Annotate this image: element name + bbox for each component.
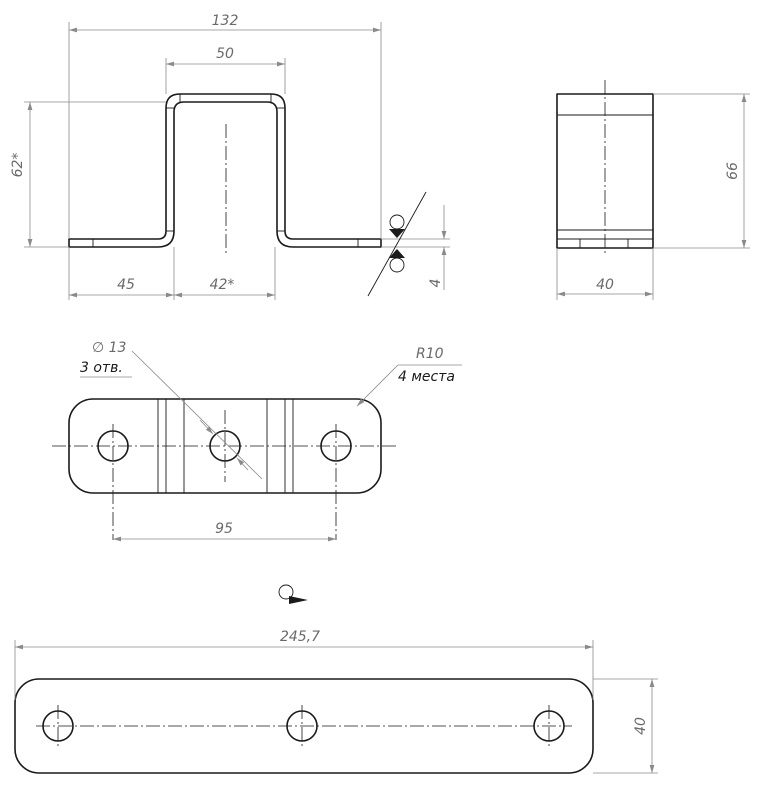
side-view: 66 40 [556,80,750,300]
flat-outline [14,678,594,774]
top-view: ∅ 13 3 отв. R10 4 места 95 [52,340,462,542]
hole-diameter-label: ∅ 13 [92,340,126,356]
flat-pattern: 245,7 40 [14,629,658,774]
dim-flat-width: 40 [633,717,649,735]
dim-thickness: 4 [428,279,444,288]
dim-side-width: 40 [596,277,614,293]
corner-radius-label: R10 [416,346,444,362]
bracket-outline [68,93,382,248]
front-view: 132 50 62* 45 42* 4 [10,13,450,300]
dim-flange-length: 45 [117,277,135,293]
corner-count-label: 4 места [398,369,455,385]
flat-pattern-symbol [278,584,308,604]
bend-view-symbol [367,191,427,297]
dim-side-height: 66 [725,162,741,180]
dim-top-width: 50 [216,46,234,62]
dim-hole-spacing: 95 [215,521,233,537]
dim-flat-length: 245,7 [280,629,320,645]
dim-inner-width: 42* [210,277,235,293]
hole-count-label: 3 отв. [80,360,123,376]
dim-overall-width: 132 [212,13,239,29]
dim-height: 62* [10,153,26,178]
